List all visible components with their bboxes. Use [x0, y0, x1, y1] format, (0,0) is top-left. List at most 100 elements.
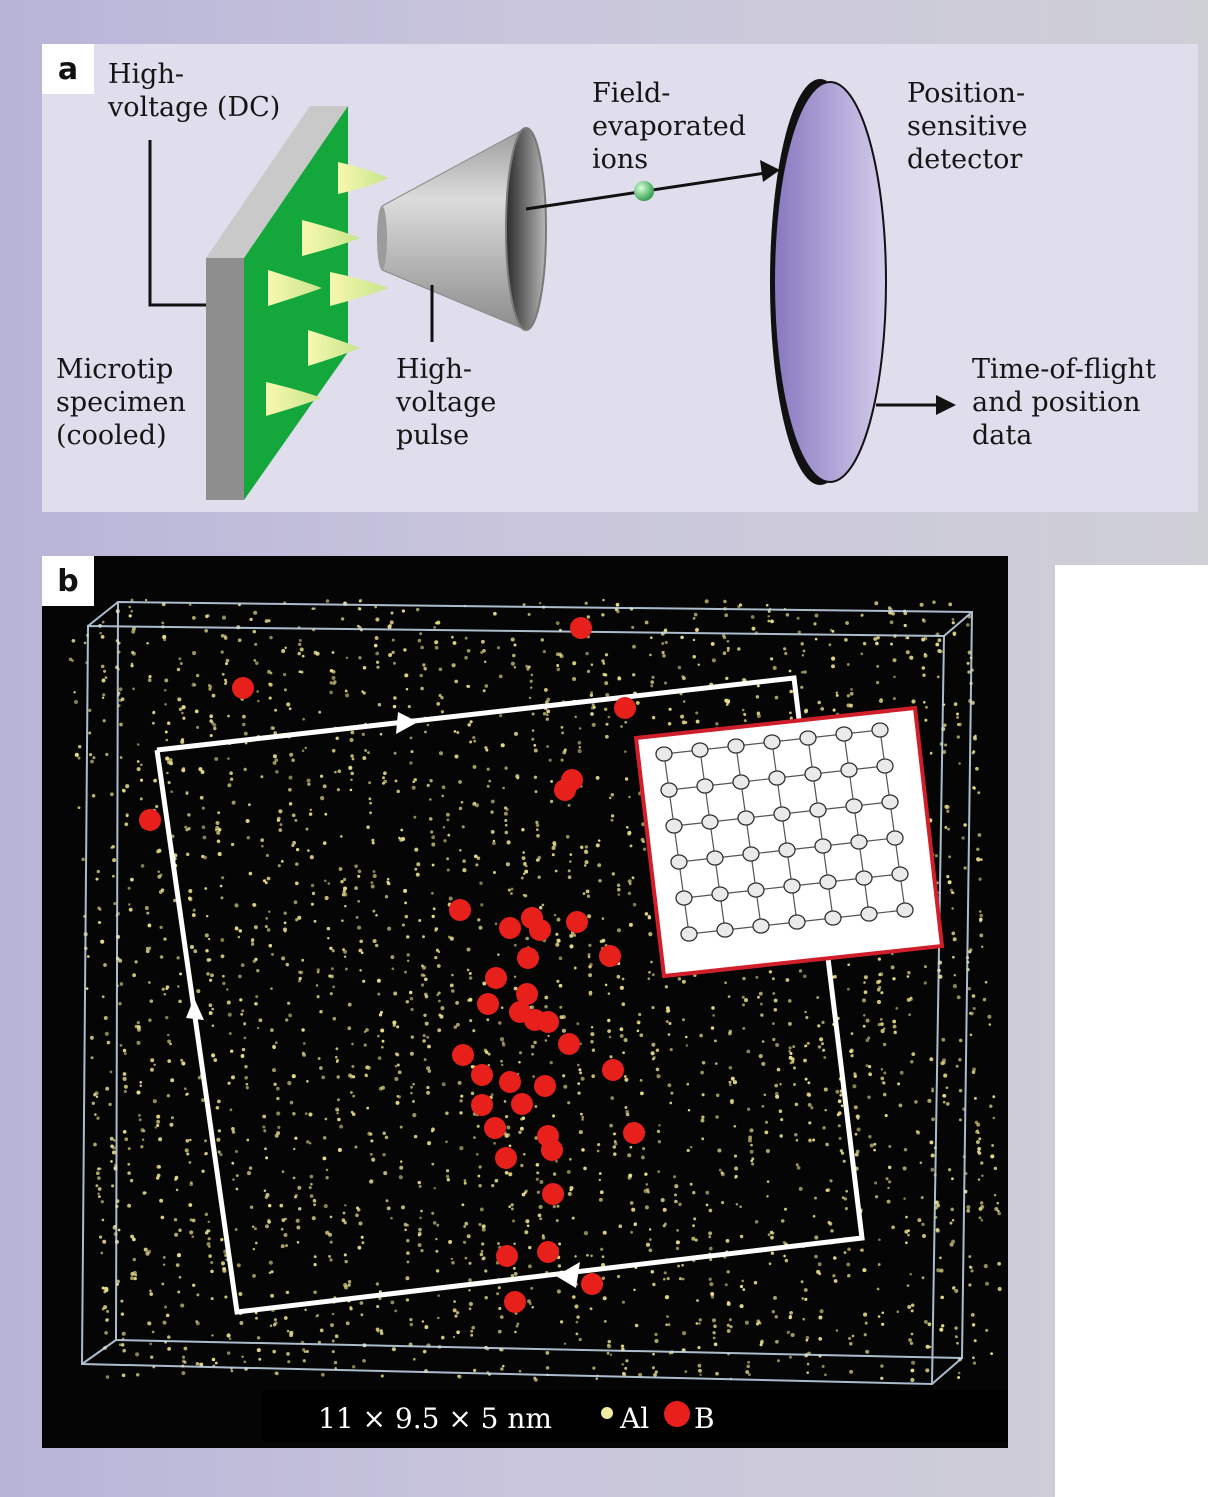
- al-atom: [483, 660, 487, 664]
- al-atom: [979, 858, 983, 861]
- al-atom: [332, 985, 336, 989]
- panel-a-label: a: [42, 44, 94, 94]
- al-atom: [680, 714, 685, 719]
- al-atom: [88, 752, 93, 757]
- al-atom: [589, 1307, 593, 1311]
- al-atom: [513, 731, 519, 736]
- al-atom: [836, 1113, 840, 1117]
- al-atom: [437, 1294, 440, 1297]
- al-atom: [627, 879, 632, 884]
- al-atom: [104, 1331, 108, 1335]
- al-atom: [264, 1147, 267, 1151]
- al-atom: [657, 1170, 661, 1173]
- al-atom: [227, 1351, 231, 1355]
- al-atom: [624, 720, 628, 724]
- al-atom: [144, 598, 148, 602]
- al-atom: [788, 669, 792, 673]
- al-atom: [99, 1235, 103, 1239]
- al-atom: [710, 641, 715, 646]
- al-atom: [288, 787, 292, 792]
- al-atom: [910, 1368, 915, 1373]
- al-atom: [380, 1374, 384, 1378]
- al-atom: [906, 997, 911, 1002]
- al-atom: [645, 1242, 651, 1247]
- al-atom: [254, 1241, 258, 1245]
- al-atom: [139, 1080, 143, 1084]
- al-atom: [817, 1045, 822, 1049]
- al-atom: [486, 1018, 490, 1022]
- al-atom: [466, 1234, 471, 1239]
- al-atom: [369, 1152, 373, 1156]
- tof-arrowhead: [936, 395, 956, 415]
- al-atom: [892, 1019, 897, 1024]
- lattice-atom: [696, 778, 714, 794]
- al-atom: [111, 1150, 117, 1155]
- al-atom: [751, 1157, 755, 1161]
- al-atom: [708, 1277, 712, 1281]
- al-atom: [81, 857, 85, 862]
- al-atom: [558, 983, 563, 988]
- al-atom: [562, 1074, 566, 1078]
- al-atom: [101, 696, 105, 699]
- al-atom: [426, 1090, 431, 1095]
- al-atom: [709, 1258, 713, 1262]
- al-atom: [908, 1013, 911, 1016]
- al-atom: [977, 1147, 981, 1151]
- b-atom: [449, 899, 471, 921]
- al-atom: [196, 989, 201, 994]
- al-atom: [357, 869, 362, 874]
- al-atom: [422, 935, 425, 939]
- lattice-atom: [819, 874, 837, 890]
- al-atom: [231, 1075, 235, 1080]
- al-atom: [923, 981, 927, 985]
- al-atom: [161, 987, 165, 991]
- al-atom: [764, 1130, 769, 1135]
- al-atom: [380, 1028, 385, 1033]
- al-atom: [270, 1270, 274, 1274]
- al-atom: [644, 912, 649, 916]
- al-atom: [118, 1002, 122, 1006]
- al-atom: [229, 1108, 233, 1112]
- al-atom: [572, 933, 577, 937]
- al-atom: [235, 1150, 238, 1153]
- al-atom: [73, 691, 76, 694]
- al-atom: [667, 1033, 671, 1036]
- al-atom: [868, 1072, 872, 1077]
- al-atom: [109, 1136, 114, 1141]
- al-atom: [616, 609, 620, 614]
- al-atom: [432, 907, 436, 911]
- al-atom: [539, 1180, 544, 1184]
- al-atom: [217, 852, 222, 857]
- al-atom: [328, 1254, 331, 1258]
- al-atom: [204, 933, 209, 938]
- al-atom: [374, 644, 378, 648]
- al-atom: [349, 737, 354, 743]
- al-atom: [936, 675, 940, 679]
- al-atom: [845, 1189, 849, 1193]
- al-atom: [354, 1145, 358, 1149]
- al-atom: [513, 1242, 516, 1246]
- al-atom: [832, 708, 836, 712]
- al-atom: [591, 703, 595, 707]
- al-atom: [849, 1369, 854, 1374]
- al-atom: [200, 1098, 205, 1103]
- al-atom: [972, 1067, 977, 1072]
- al-atom: [256, 1026, 260, 1030]
- al-atom: [535, 828, 539, 831]
- al-atom: [896, 1310, 900, 1313]
- al-atom: [357, 1245, 362, 1250]
- al-atom: [880, 1364, 884, 1368]
- al-atom: [417, 1233, 421, 1237]
- al-atom: [185, 1093, 188, 1096]
- al-atom: [468, 1278, 472, 1282]
- al-atom: [473, 1136, 476, 1139]
- al-atom: [691, 1236, 696, 1241]
- al-atom: [356, 624, 360, 628]
- al-atom: [446, 857, 450, 861]
- al-atom: [881, 1322, 885, 1326]
- al-atom: [558, 956, 563, 961]
- al-atom: [251, 1225, 255, 1228]
- al-atom: [565, 834, 570, 839]
- al-atom: [272, 726, 275, 730]
- al-atom: [824, 1373, 827, 1377]
